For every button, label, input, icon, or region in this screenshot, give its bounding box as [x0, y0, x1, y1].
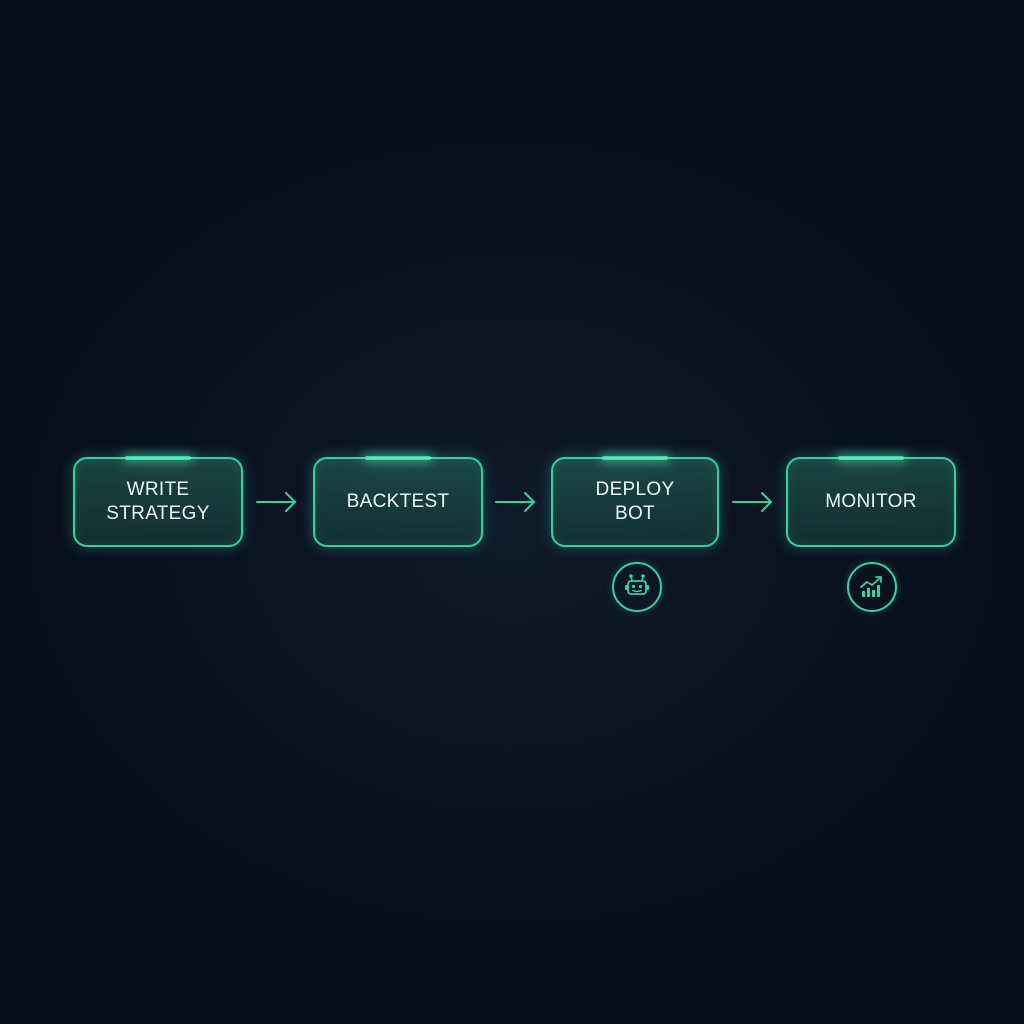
- step-monitor: MONITOR: [786, 456, 956, 547]
- chart-badge: [847, 562, 897, 612]
- arrow-right-icon: [732, 492, 772, 512]
- step-backtest: BACKTEST: [313, 456, 483, 547]
- arrow-right-icon: [256, 492, 296, 512]
- step-write-strategy: WRITE STRATEGY: [73, 456, 243, 547]
- bar-chart-trend-icon: [860, 576, 882, 597]
- step-label: BACKTEST: [346, 491, 450, 512]
- step-label: MONITOR: [825, 491, 917, 512]
- step-label: DEPLOY BOT: [595, 479, 675, 524]
- step-label: WRITE STRATEGY: [106, 479, 210, 524]
- robot-icon: [625, 574, 649, 595]
- arrow-right-icon: [495, 492, 535, 512]
- robot-badge: [612, 562, 662, 612]
- step-deploy-bot: DEPLOY BOT: [551, 456, 719, 547]
